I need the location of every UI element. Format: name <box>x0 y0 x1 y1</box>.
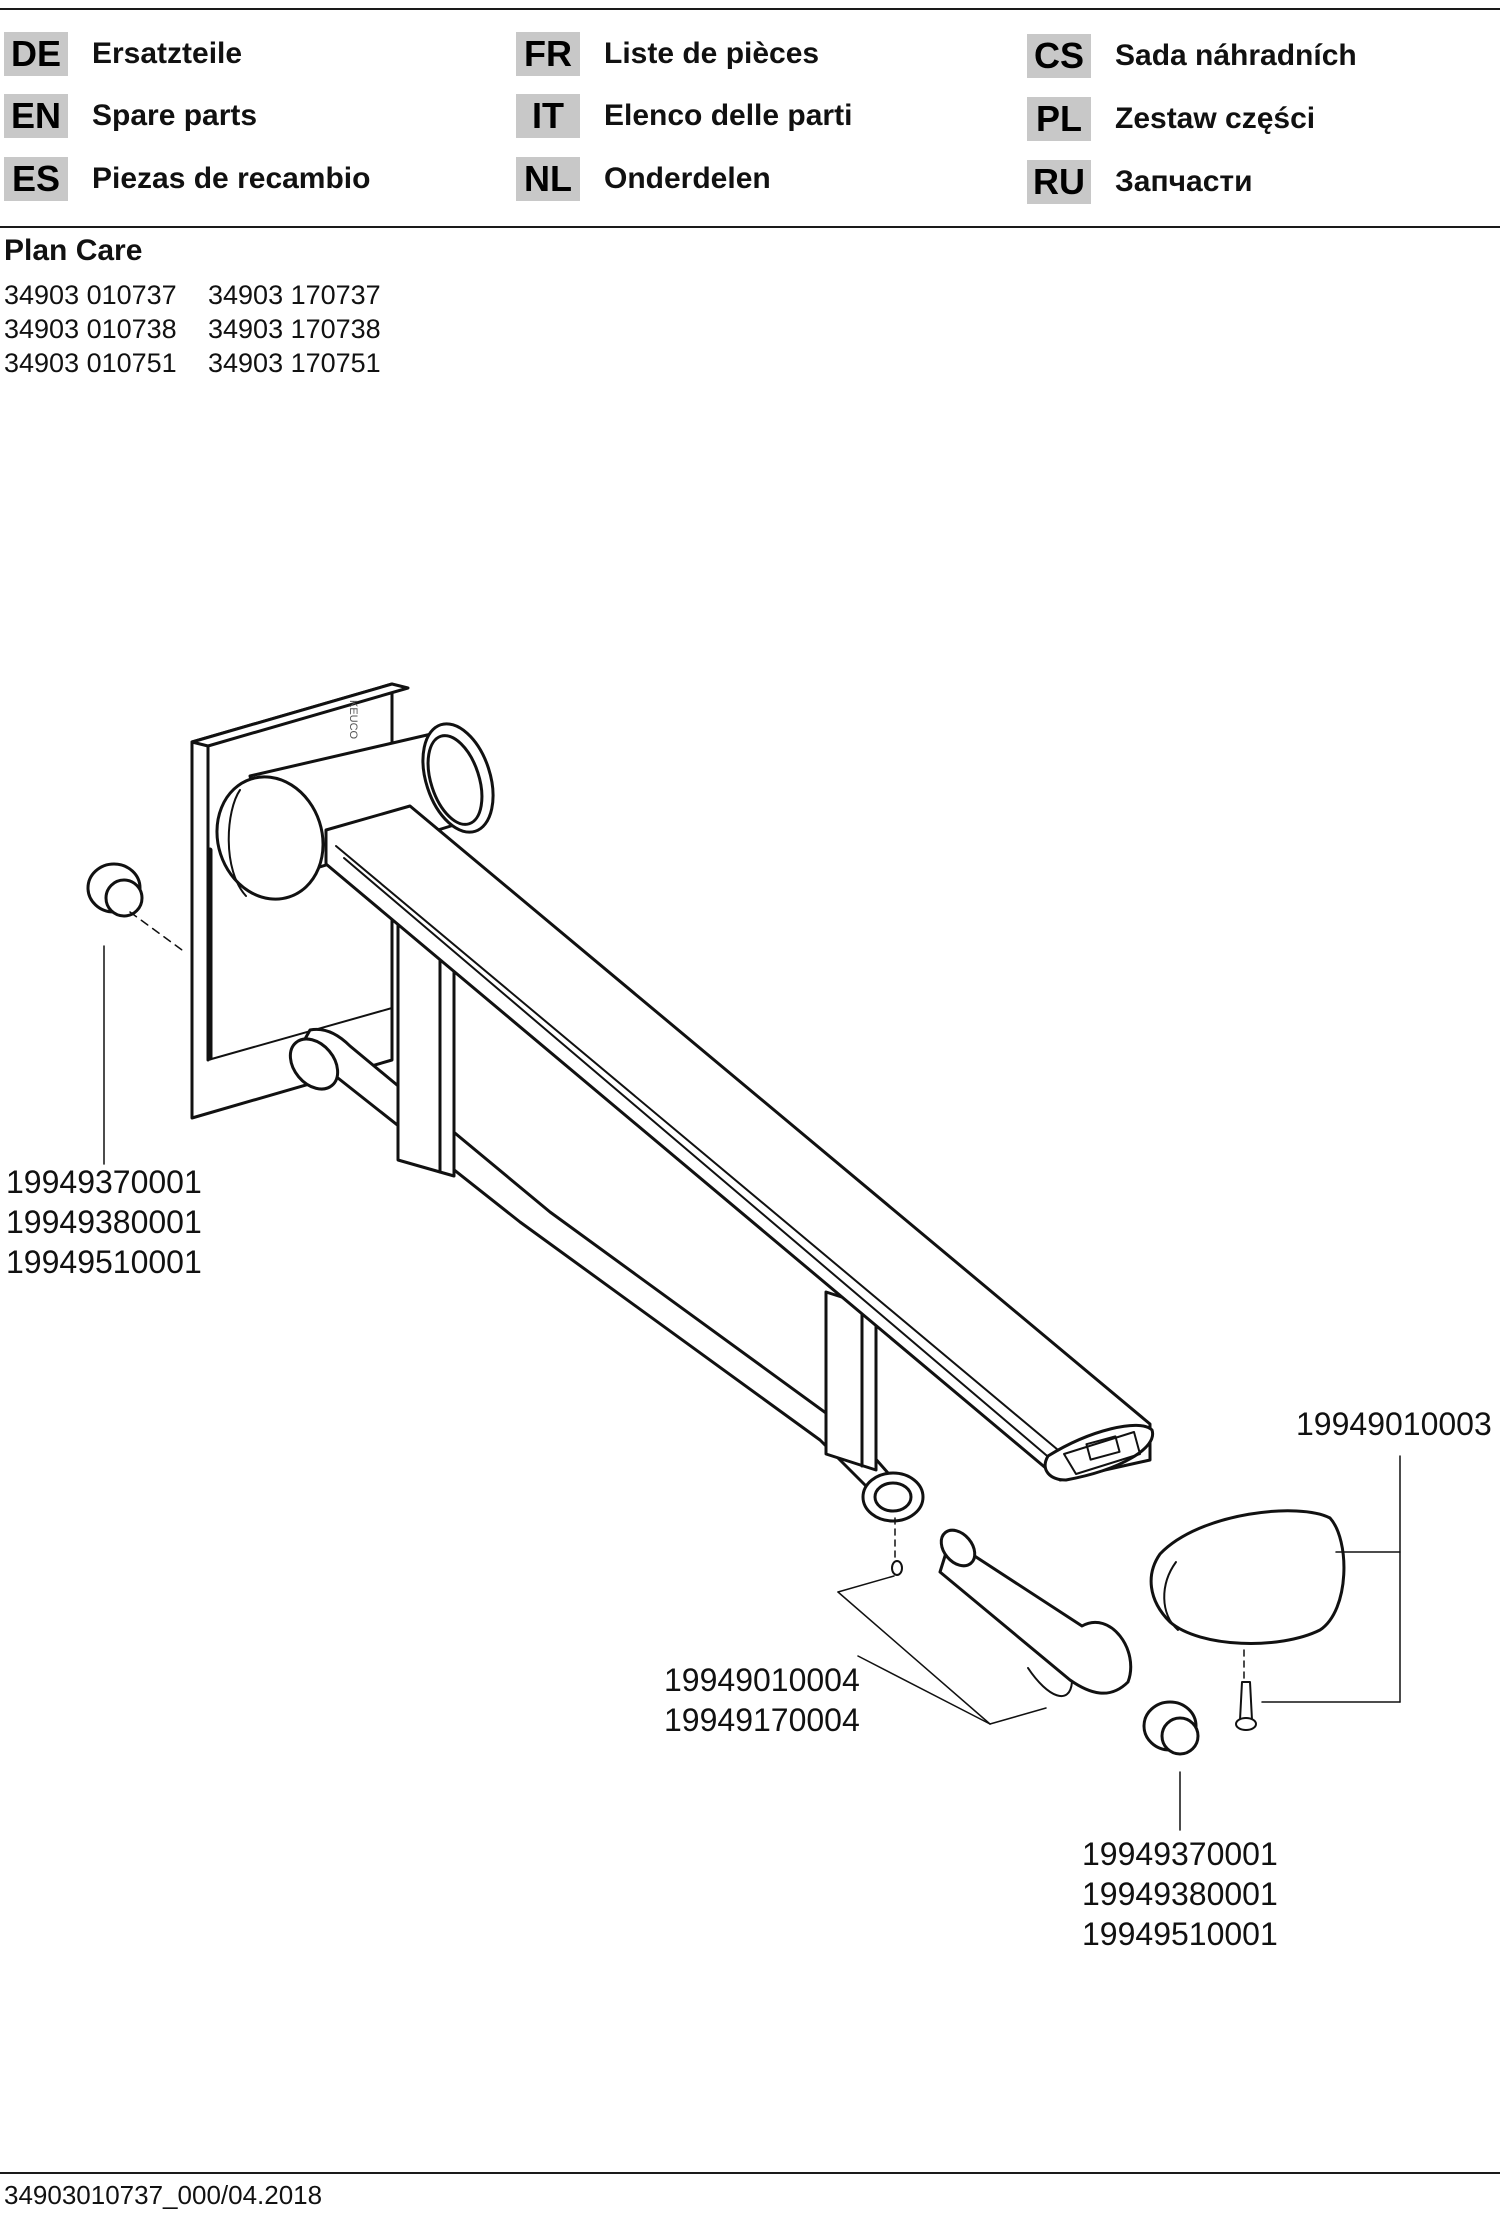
model-row: 34903 010737 34903 170737 <box>4 278 412 312</box>
part-number-label-cap-left: 19949370001 19949380001 19949510001 <box>6 1162 202 1282</box>
part-number: 19949170004 <box>664 1702 860 1738</box>
screw-part <box>1235 1681 1257 1731</box>
lang-label: Sada náhradních <box>1115 39 1357 72</box>
model-row: 34903 010751 34903 170751 <box>4 346 412 380</box>
grab-rail-arm <box>324 804 1155 1482</box>
lang-label: Spare parts <box>92 99 258 132</box>
axle-pin <box>938 1528 1133 1698</box>
lang-nl: NL Onderdelen <box>516 156 771 202</box>
lang-it: IT Elenco delle parti <box>516 93 852 139</box>
lang-label: Piezas de recambio <box>92 162 371 195</box>
model-number: 34903 010738 <box>4 314 177 344</box>
lang-de: DE Ersatzteile <box>4 31 242 77</box>
lang-label: Zestaw części <box>1115 102 1316 135</box>
lang-label: Запчасти <box>1115 165 1253 198</box>
model-number: 34903 010751 <box>4 348 177 378</box>
part-number: 19949370001 <box>1082 1836 1278 1872</box>
cap-left-part <box>86 862 183 1165</box>
lang-code: DE <box>4 32 68 76</box>
lang-label: Liste de pièces <box>604 37 820 70</box>
part-number: 19949510001 <box>6 1244 202 1280</box>
cap-bottom-part <box>1142 1700 1200 1831</box>
lang-label: Elenco delle parti <box>604 99 853 132</box>
model-row: 34903 010738 34903 170738 <box>4 312 412 346</box>
part-number-label-cap-bottom: 19949370001 19949380001 19949510001 <box>1082 1834 1278 1954</box>
model-number: 34903 010737 <box>4 280 177 310</box>
lang-label: Onderdelen <box>604 162 771 195</box>
lang-code: NL <box>516 157 580 201</box>
footer-rule <box>0 2172 1500 2174</box>
part-number: 19949370001 <box>6 1164 202 1200</box>
lang-fr: FR Liste de pièces <box>516 31 819 77</box>
part-number: 19949010004 <box>664 1662 860 1698</box>
part-number-label-axle: 19949010004 19949170004 <box>664 1660 860 1740</box>
part-number: 19949380001 <box>1082 1876 1278 1912</box>
model-number: 34903 170751 <box>208 348 381 378</box>
part-number: 19949010003 <box>1296 1406 1492 1442</box>
lang-label: Ersatzteile <box>92 37 243 70</box>
lang-code: FR <box>516 32 580 76</box>
hinge-housing <box>215 722 495 901</box>
lang-code: ES <box>4 157 68 201</box>
lang-ru: RU Запчасти <box>1027 159 1253 205</box>
lang-code: IT <box>516 94 580 138</box>
model-number: 34903 170737 <box>208 280 381 310</box>
leader-lines <box>837 1455 1401 1725</box>
language-header: DE Ersatzteile EN Spare parts ES Piezas … <box>4 28 1494 208</box>
part-number: 19949510001 <box>1082 1916 1278 1952</box>
part-number: 19949380001 <box>6 1204 202 1240</box>
screw-small <box>891 1517 903 1576</box>
lang-code: RU <box>1027 160 1091 204</box>
lang-code: CS <box>1027 34 1091 78</box>
model-numbers: 34903 010737 34903 170737 34903 010738 3… <box>4 278 412 380</box>
product-name: Plan Care <box>4 234 143 267</box>
brand-mark: KEUCO <box>347 700 359 740</box>
lang-code: PL <box>1027 97 1091 141</box>
lang-pl: PL Zestaw części <box>1027 96 1315 142</box>
model-number: 34903 170738 <box>208 314 381 344</box>
end-cap-part <box>1149 1509 1346 1681</box>
lang-es: ES Piezas de recambio <box>4 156 370 202</box>
lang-cs: CS Sada náhradních <box>1027 33 1357 79</box>
part-number-label-end-cap: 19949010003 <box>1296 1404 1492 1444</box>
document-id: 34903010737_000/04.2018 <box>4 2180 323 2210</box>
header-rule <box>0 226 1500 228</box>
lang-en: EN Spare parts <box>4 93 257 139</box>
top-rule <box>0 8 1500 10</box>
lang-code: EN <box>4 94 68 138</box>
